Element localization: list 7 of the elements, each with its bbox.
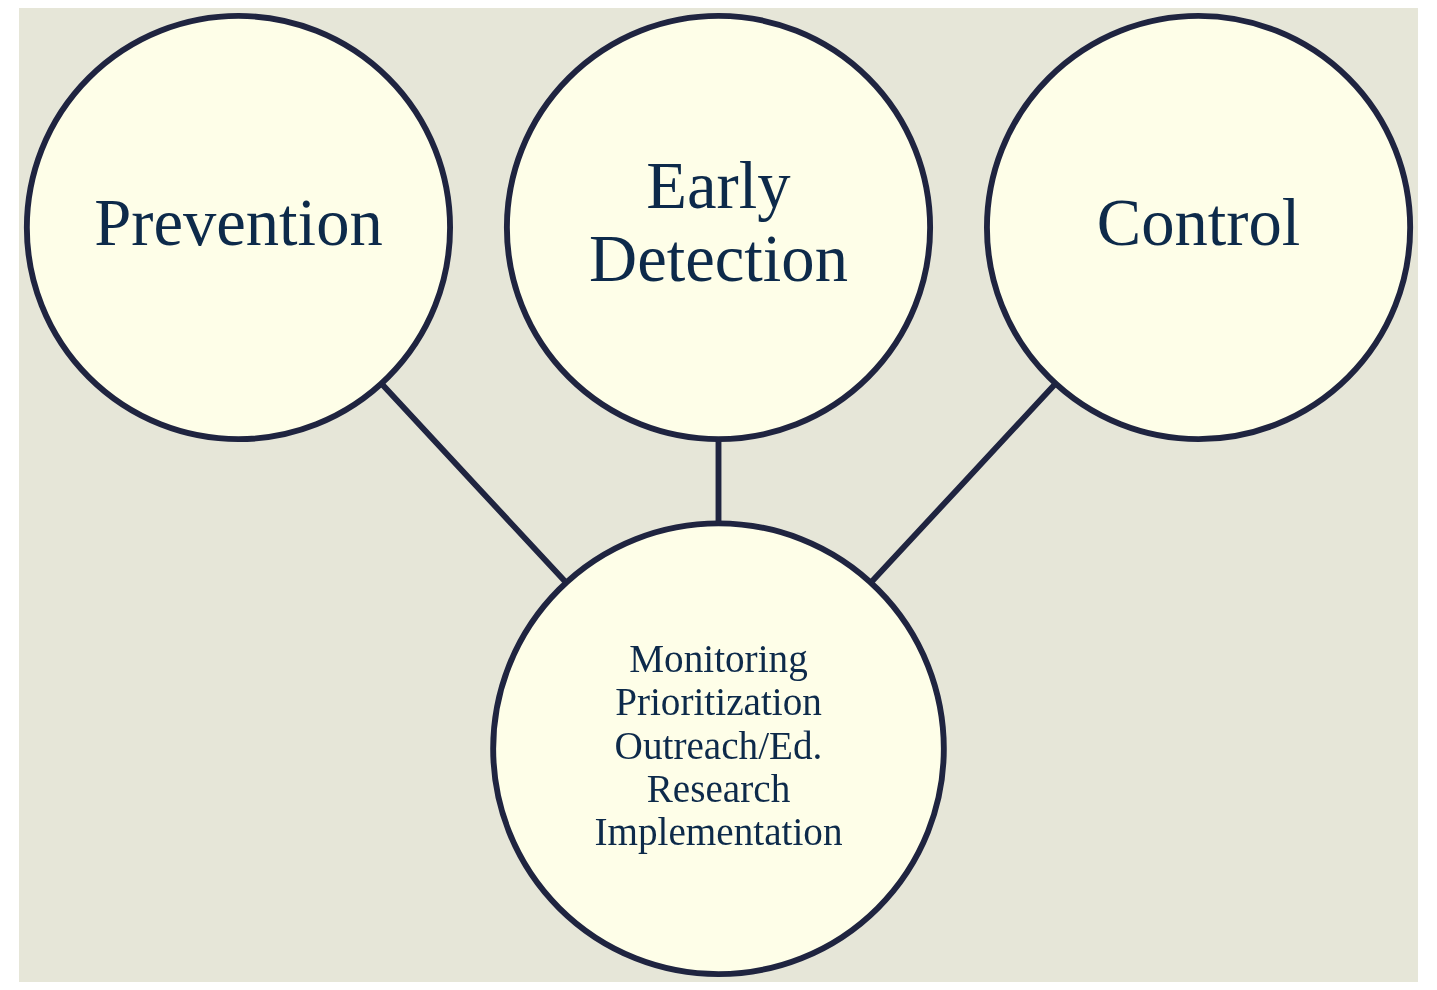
connector	[869, 382, 1058, 585]
node-circle: Early Detection	[503, 13, 934, 443]
node-circle: Control	[984, 13, 1414, 443]
node-circle: Prevention	[23, 13, 453, 443]
node-circle: Monitoring Prioritization Outreach/Ed. Research Implementation	[490, 520, 947, 977]
connector	[379, 382, 568, 585]
connector	[715, 439, 722, 524]
